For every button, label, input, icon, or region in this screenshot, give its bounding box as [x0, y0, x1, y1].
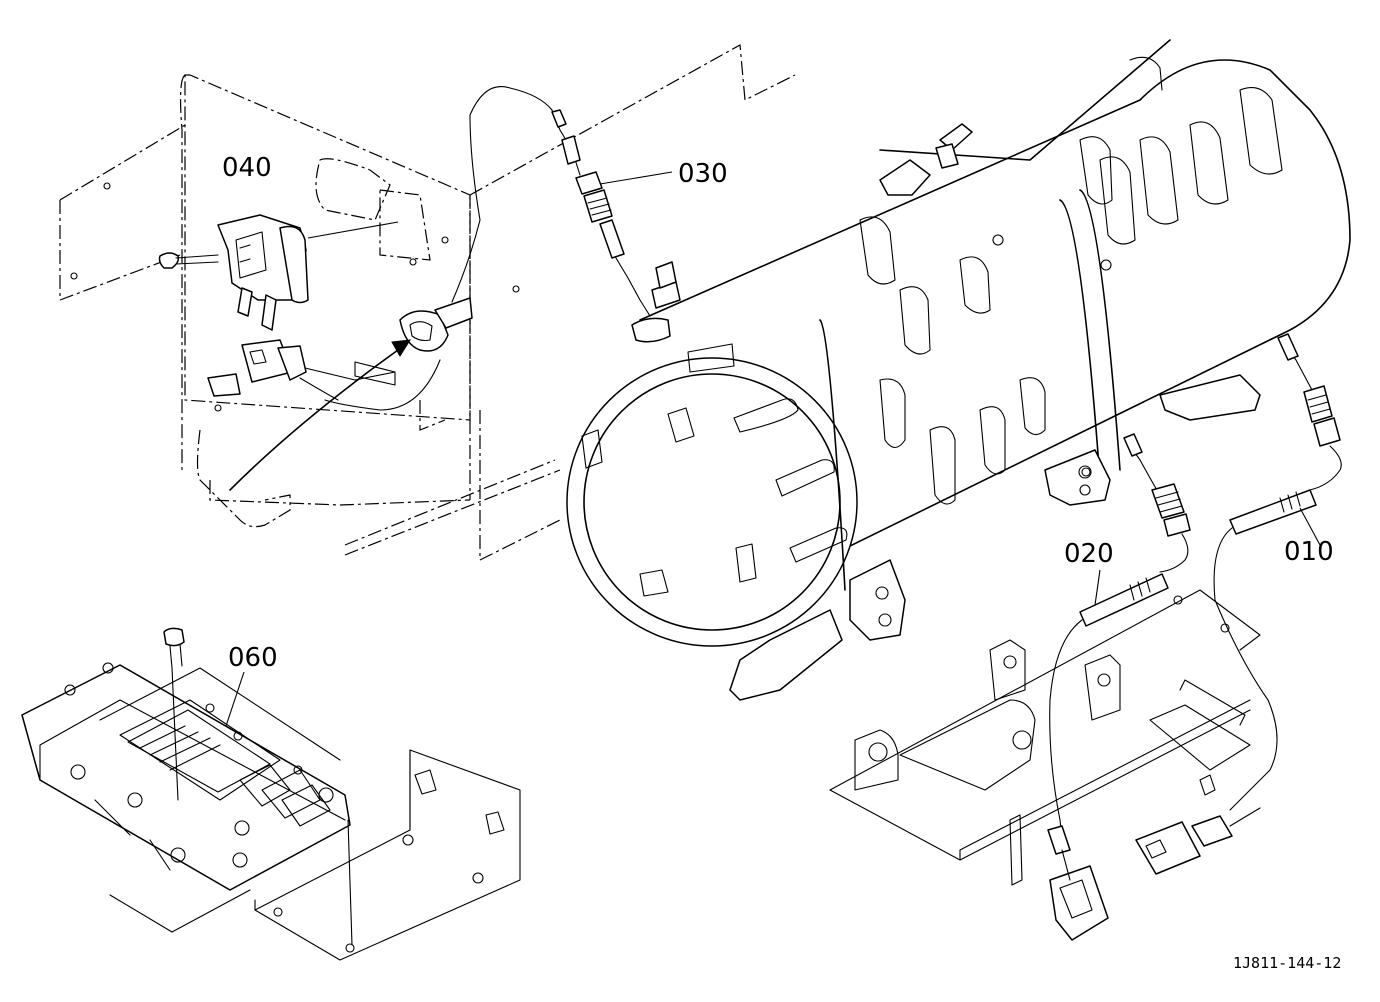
part-040-pressure-sensor: [158, 214, 309, 331]
part-010-temp-sensor: [1213, 333, 1342, 811]
callout-030: 030: [678, 159, 728, 189]
hose-clip: [399, 297, 473, 352]
harness-connector-upper: [207, 339, 396, 401]
dpf-muffler: [566, 39, 1351, 701]
callout-040: 040: [222, 153, 272, 183]
ecu-mounting-plate: [109, 749, 521, 961]
part-030-temp-sensor: [551, 109, 651, 317]
part-060-ecu: [21, 627, 351, 891]
callout-020: 020: [1064, 539, 1114, 569]
assembly-arrow: [229, 339, 411, 491]
callout-060: 060: [228, 643, 278, 673]
figure-code: 1J811-144-12: [1233, 954, 1341, 972]
frame-panel: [59, 44, 796, 561]
callout-010: 010: [1284, 537, 1334, 567]
harness-connector-lower-right: [1047, 807, 1261, 941]
sensor-bracket: [829, 589, 1261, 886]
part-020-temp-sensor: [1049, 433, 1191, 841]
